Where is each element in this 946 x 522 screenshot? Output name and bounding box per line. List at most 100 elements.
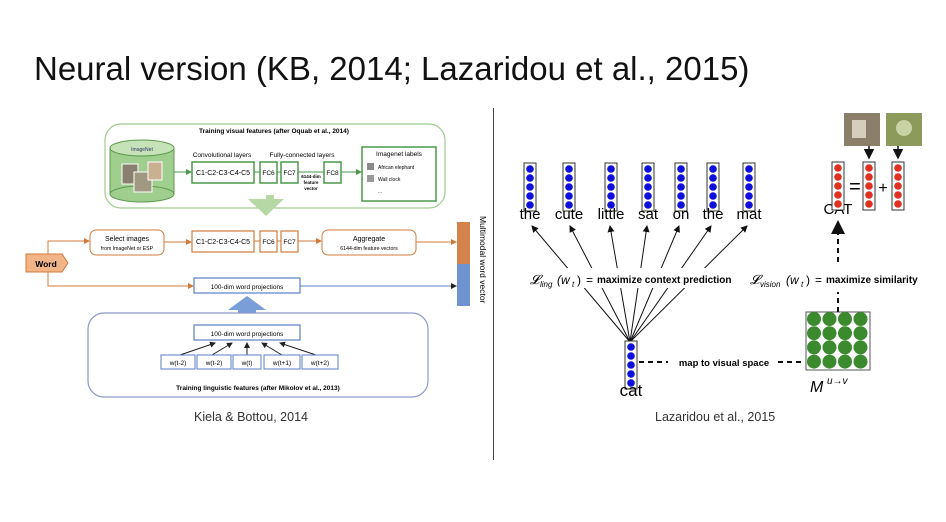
- matrix-cell: [853, 326, 868, 341]
- ling-subscript: ling: [540, 280, 553, 289]
- context-word-mat: mat: [736, 206, 762, 223]
- fc6-label: FC6: [262, 170, 275, 177]
- word-vector-1-cell: [526, 183, 534, 191]
- clock-thumbnail-icon: [367, 175, 374, 182]
- context-word-5: w(t+2): [310, 360, 329, 367]
- word-vector-5-cell: [677, 192, 685, 200]
- visual-vector-3-cell: [894, 191, 902, 199]
- word-vector-6-cell: [709, 192, 717, 200]
- word-projection-inner-box: [193, 324, 301, 341]
- ling-arg: (w: [557, 273, 571, 287]
- target-word-cat: cat: [620, 381, 643, 400]
- context-word-box-3: [232, 354, 262, 370]
- word-vector-4: [641, 162, 655, 212]
- imagenet-stack-icon: [109, 139, 175, 203]
- word-vector-5-cell: [677, 201, 685, 209]
- aggregate-title: Aggregate: [353, 236, 385, 243]
- word-vector-6-cell: [709, 165, 717, 173]
- word-vector-2-cell: [565, 192, 573, 200]
- fc7-2-label: FC7: [283, 239, 296, 246]
- word-vector-6-cell: [709, 174, 717, 182]
- word-vector-1: [523, 162, 537, 212]
- matrix-cell: [807, 312, 821, 326]
- cat-vector-cell: [627, 343, 635, 351]
- matrix-cell: [822, 340, 837, 355]
- matrix-cell: [838, 326, 852, 341]
- cat-vector-cell: [627, 352, 635, 360]
- plus-sign: +: [878, 180, 887, 197]
- word-vector-7-cell: [745, 165, 753, 173]
- word-vector-2: [562, 162, 576, 212]
- visual-vector-1-cell: [834, 164, 842, 172]
- fc6-2-label: FC6: [262, 239, 275, 246]
- map-label: map to visual space: [679, 358, 769, 369]
- word-vector-1-cell: [526, 165, 534, 173]
- word-vector-7-cell: [745, 192, 753, 200]
- context-word-the-2: the: [703, 206, 724, 223]
- word-vector-6: [706, 162, 720, 212]
- visual-vector-3: [891, 161, 905, 211]
- word-projection-label: 100-dim word projections: [211, 284, 284, 291]
- imagenet-stack-label: ImageNet: [131, 147, 153, 153]
- visual-vectors: [831, 161, 905, 211]
- visual-vector-3-cell: [894, 164, 902, 172]
- matrix-cell: [853, 312, 868, 326]
- cat-vector-cell: [627, 379, 635, 387]
- word-vector-7: [742, 162, 756, 212]
- conv-box-2-label: C1-C2-C3-C4-C5: [196, 239, 250, 246]
- caption-left: Kiela & Bottou, 2014: [194, 410, 308, 424]
- word-vector-5-cell: [677, 174, 685, 182]
- visual-vector-2-cell: [865, 182, 873, 190]
- visual-vector-3-cell: [894, 173, 902, 181]
- context-word-sat: sat: [638, 206, 659, 223]
- word-vector-4-cell: [644, 201, 652, 209]
- multimodal-visual-part: [457, 222, 470, 264]
- matrix-cell: [822, 312, 837, 326]
- ling-text: maximize context prediction: [597, 275, 731, 286]
- aggregate-sub: 6144-dim feature vectors: [340, 246, 398, 252]
- context-word-cute: cute: [555, 206, 583, 223]
- imagenet-label-3: ...: [378, 189, 382, 195]
- visual-vector-2: [862, 161, 876, 211]
- cat-vector-cell: [627, 370, 635, 378]
- word-vector-2-cell: [565, 165, 573, 173]
- vertical-divider: [493, 108, 494, 460]
- context-word-4: w(t+1): [272, 360, 291, 367]
- visual-vector-2-cell: [865, 164, 873, 172]
- context-word-little: little: [598, 206, 625, 223]
- visual-vector-2-cell: [865, 191, 873, 199]
- context-word-on: on: [673, 206, 690, 223]
- vision-arg: (w: [786, 273, 800, 287]
- matrix-cell: [853, 340, 868, 355]
- matrix-cell: [807, 354, 821, 369]
- conv-box-label: C1-C2-C3-C4-C5: [196, 170, 250, 177]
- word-vector-5-cell: [677, 183, 685, 191]
- conv-header: Convolutional layers: [193, 152, 252, 159]
- context-word-the-1: the: [520, 206, 541, 223]
- cat-word-vector: [624, 340, 638, 390]
- matrix-cell: [807, 340, 821, 355]
- word-vector-5-cell: [677, 165, 685, 173]
- word-vector-3-cell: [607, 165, 615, 173]
- context-word-box-1: [160, 354, 196, 370]
- visual-vector-2-cell: [865, 173, 873, 181]
- cat-vector-cell: [627, 361, 635, 369]
- word-tag-label: Word: [35, 259, 57, 269]
- cat-vector: [624, 340, 638, 390]
- elephant-thumbnail-icon: [367, 163, 374, 170]
- transfer-down-arrow-icon: [248, 195, 284, 216]
- select-images-sub: from ImageNet or ESP: [101, 246, 154, 252]
- caption-right: Lazaridou et al., 2015: [655, 410, 776, 424]
- word-vector-7-cell: [745, 183, 753, 191]
- vision-text: maximize similarity: [826, 275, 918, 286]
- word-vector-4-cell: [644, 192, 652, 200]
- context-word-box-2: [196, 354, 232, 370]
- imagenet-labels-title: Imagenet labels: [376, 151, 423, 158]
- vision-subscript: vision: [760, 280, 781, 289]
- ling-equals: =: [586, 273, 593, 287]
- visual-vector-1-cell: [834, 173, 842, 181]
- word-vector-1-cell: [526, 192, 534, 200]
- imagenet-labels-box: [361, 146, 437, 202]
- imagenet-label-1: African elephant: [378, 165, 415, 171]
- select-images-title: Select images: [105, 236, 149, 243]
